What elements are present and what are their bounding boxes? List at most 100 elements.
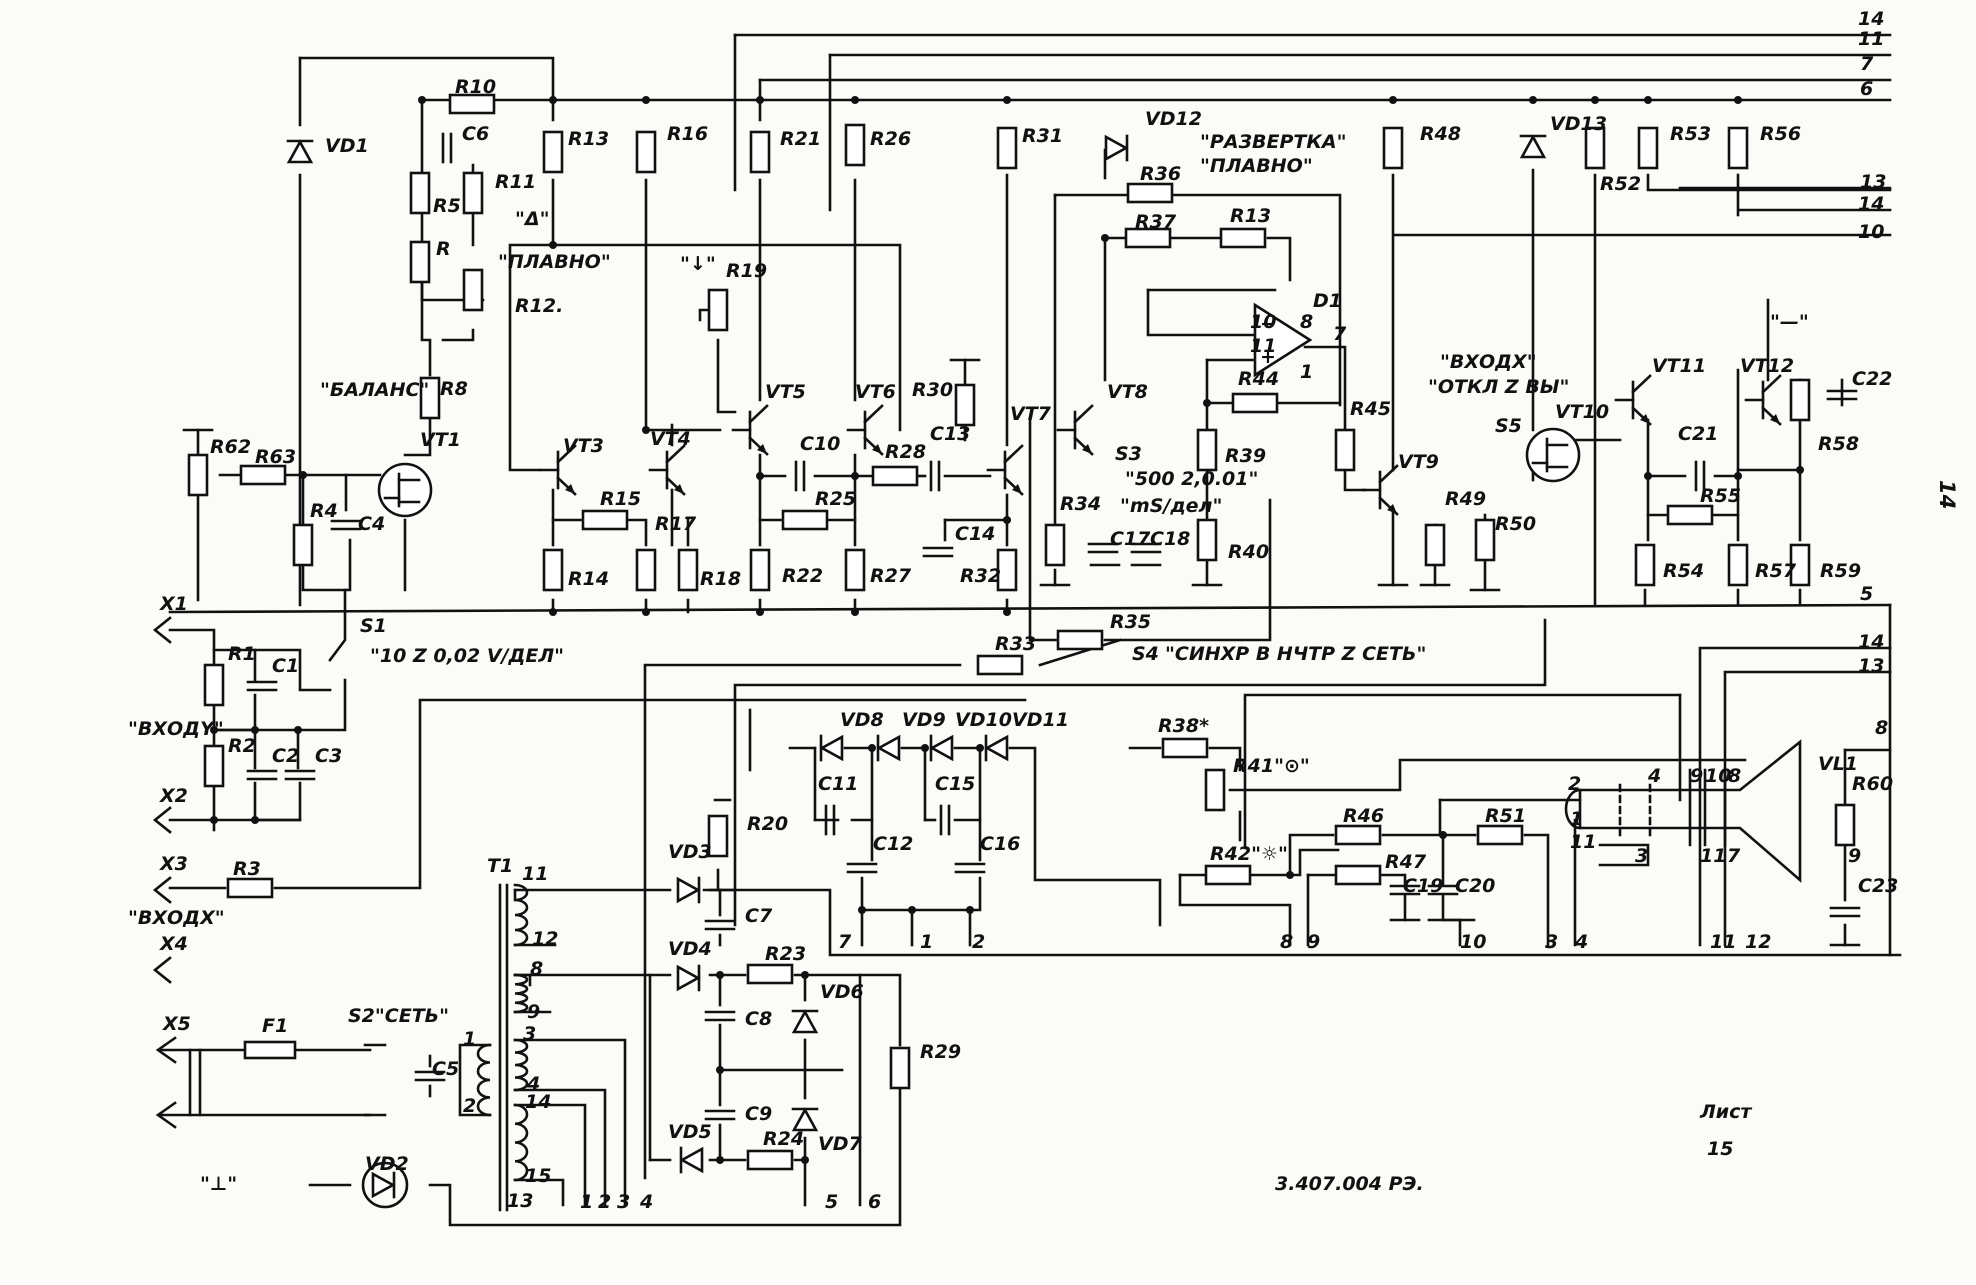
resistor-r33 xyxy=(976,654,1024,676)
junction-dot xyxy=(921,744,929,752)
resistor-r60 xyxy=(1834,803,1856,847)
component-label: X3 xyxy=(159,853,188,875)
bus-label: 10 xyxy=(1858,221,1884,243)
junction-dot xyxy=(1796,466,1804,474)
pin-label: 6 xyxy=(868,1191,881,1213)
component-label: R39 xyxy=(1225,445,1266,467)
component-label: R32 xyxy=(960,565,1001,587)
component-label: "500 2,0.01" xyxy=(1125,468,1258,490)
component-label: Лист xyxy=(1699,1101,1752,1123)
component-label: C10 xyxy=(800,433,840,455)
component-label: X5 xyxy=(162,1013,191,1035)
resistor-r13 xyxy=(1219,227,1267,249)
resistor-r8 xyxy=(419,376,441,420)
resistor-r47 xyxy=(1334,864,1382,886)
capacitor-c7 xyxy=(704,919,736,931)
resistor-r3 xyxy=(226,877,274,899)
component-label: VT11 xyxy=(1652,355,1706,377)
component-label: VT6 xyxy=(855,381,896,403)
junction-dot xyxy=(756,472,764,480)
component-label: C7 xyxy=(745,905,773,927)
junction-dot xyxy=(716,1156,724,1164)
capacitor-c4 xyxy=(330,519,362,531)
component-label: VD10 xyxy=(955,709,1012,731)
component-label: VT5 xyxy=(765,381,806,403)
diode-vd10 xyxy=(929,734,954,762)
resistor-r36 xyxy=(1126,182,1174,204)
crt-pin-label: 4 xyxy=(1647,765,1661,787)
resistor-r28 xyxy=(871,465,919,487)
component-label: R12. xyxy=(515,295,563,317)
junction-dot xyxy=(1529,96,1537,104)
crt-pin-label: 11 xyxy=(1700,845,1726,867)
bus-label: 6 xyxy=(1860,78,1873,100)
component-symbols: −+ xyxy=(152,93,1861,1209)
crt-pin-label: 9 xyxy=(1690,765,1703,787)
component-label: VD1 xyxy=(325,135,369,157)
capacitor-c1 xyxy=(246,680,278,692)
component-label: C1 xyxy=(272,655,299,677)
resistor-r22 xyxy=(749,548,771,592)
capacitor-c13 xyxy=(929,460,941,492)
capacitor-c5 xyxy=(414,1070,446,1082)
resistor-r57 xyxy=(1727,543,1749,587)
resistor-r19 xyxy=(707,288,729,332)
svg-text:−: − xyxy=(1260,313,1276,335)
junction-dot xyxy=(642,96,650,104)
junction-dot xyxy=(549,96,557,104)
component-label: "ВХОДY" xyxy=(128,718,224,740)
resistor-r32 xyxy=(996,548,1018,592)
component-label: VD12 xyxy=(1145,108,1202,130)
transformer-t1 xyxy=(513,883,529,1182)
resistor-r xyxy=(409,240,431,284)
component-label: C6 xyxy=(462,123,489,145)
component-label: R28 xyxy=(885,441,926,463)
crt-pin-label: 7 xyxy=(1727,845,1741,867)
fuse-f1 xyxy=(243,1040,297,1060)
pin-label: 3 xyxy=(617,1191,630,1213)
junction-dot xyxy=(851,472,859,480)
crt-vl1 xyxy=(1564,739,1802,883)
pin-label: 3 xyxy=(1545,931,1558,953)
component-label: 4 xyxy=(526,1073,540,1095)
pin-label: 5 xyxy=(825,1191,838,1213)
resistor-r58 xyxy=(1789,378,1811,422)
capacitor-c11 xyxy=(824,804,836,836)
component-label: C19 xyxy=(1403,875,1443,897)
power-connector-arrow xyxy=(155,1036,177,1064)
component-label: R26 xyxy=(870,128,911,150)
transistor-vt3 xyxy=(539,444,577,496)
capacitor-c19 xyxy=(1389,884,1421,896)
component-label: 9 xyxy=(527,1001,540,1023)
capacitor-c23 xyxy=(1829,906,1861,918)
component-label: T1 xyxy=(487,855,513,877)
component-label: R21 xyxy=(780,128,821,150)
pin-label: 9 xyxy=(1307,931,1320,953)
junction-dot xyxy=(642,426,650,434)
resistor-r24 xyxy=(746,1149,794,1171)
component-label: "ПЛАВНО" xyxy=(1200,155,1313,177)
component-label: R16 xyxy=(667,123,708,145)
component-label: C4 xyxy=(358,513,385,535)
component-label: R8 xyxy=(440,378,468,400)
junction-dot xyxy=(1644,96,1652,104)
component-label: S4 xyxy=(1132,643,1159,665)
bus-label: 14 xyxy=(1858,631,1884,653)
resistor-r51 xyxy=(1476,824,1524,846)
fet-vt10 xyxy=(1525,427,1581,483)
component-label: R44 xyxy=(1238,368,1279,390)
capacitor-c3 xyxy=(284,769,316,781)
component-label: X1 xyxy=(159,593,188,615)
input-connector-x4 xyxy=(152,956,172,984)
component-label: R37 xyxy=(1135,211,1177,233)
wiring xyxy=(158,33,1902,1227)
pin-label: 4 xyxy=(639,1191,653,1213)
junction-dot xyxy=(294,726,302,734)
resistor-r48 xyxy=(1382,126,1404,170)
component-label: VT1 xyxy=(420,429,461,451)
component-label: 15 xyxy=(1707,1138,1733,1160)
component-label: "ОТКЛ Z ВЫ" xyxy=(1428,376,1569,398)
component-label: X2 xyxy=(159,785,188,807)
diode-vd12 xyxy=(1104,134,1129,162)
resistor-r44 xyxy=(1231,392,1279,414)
